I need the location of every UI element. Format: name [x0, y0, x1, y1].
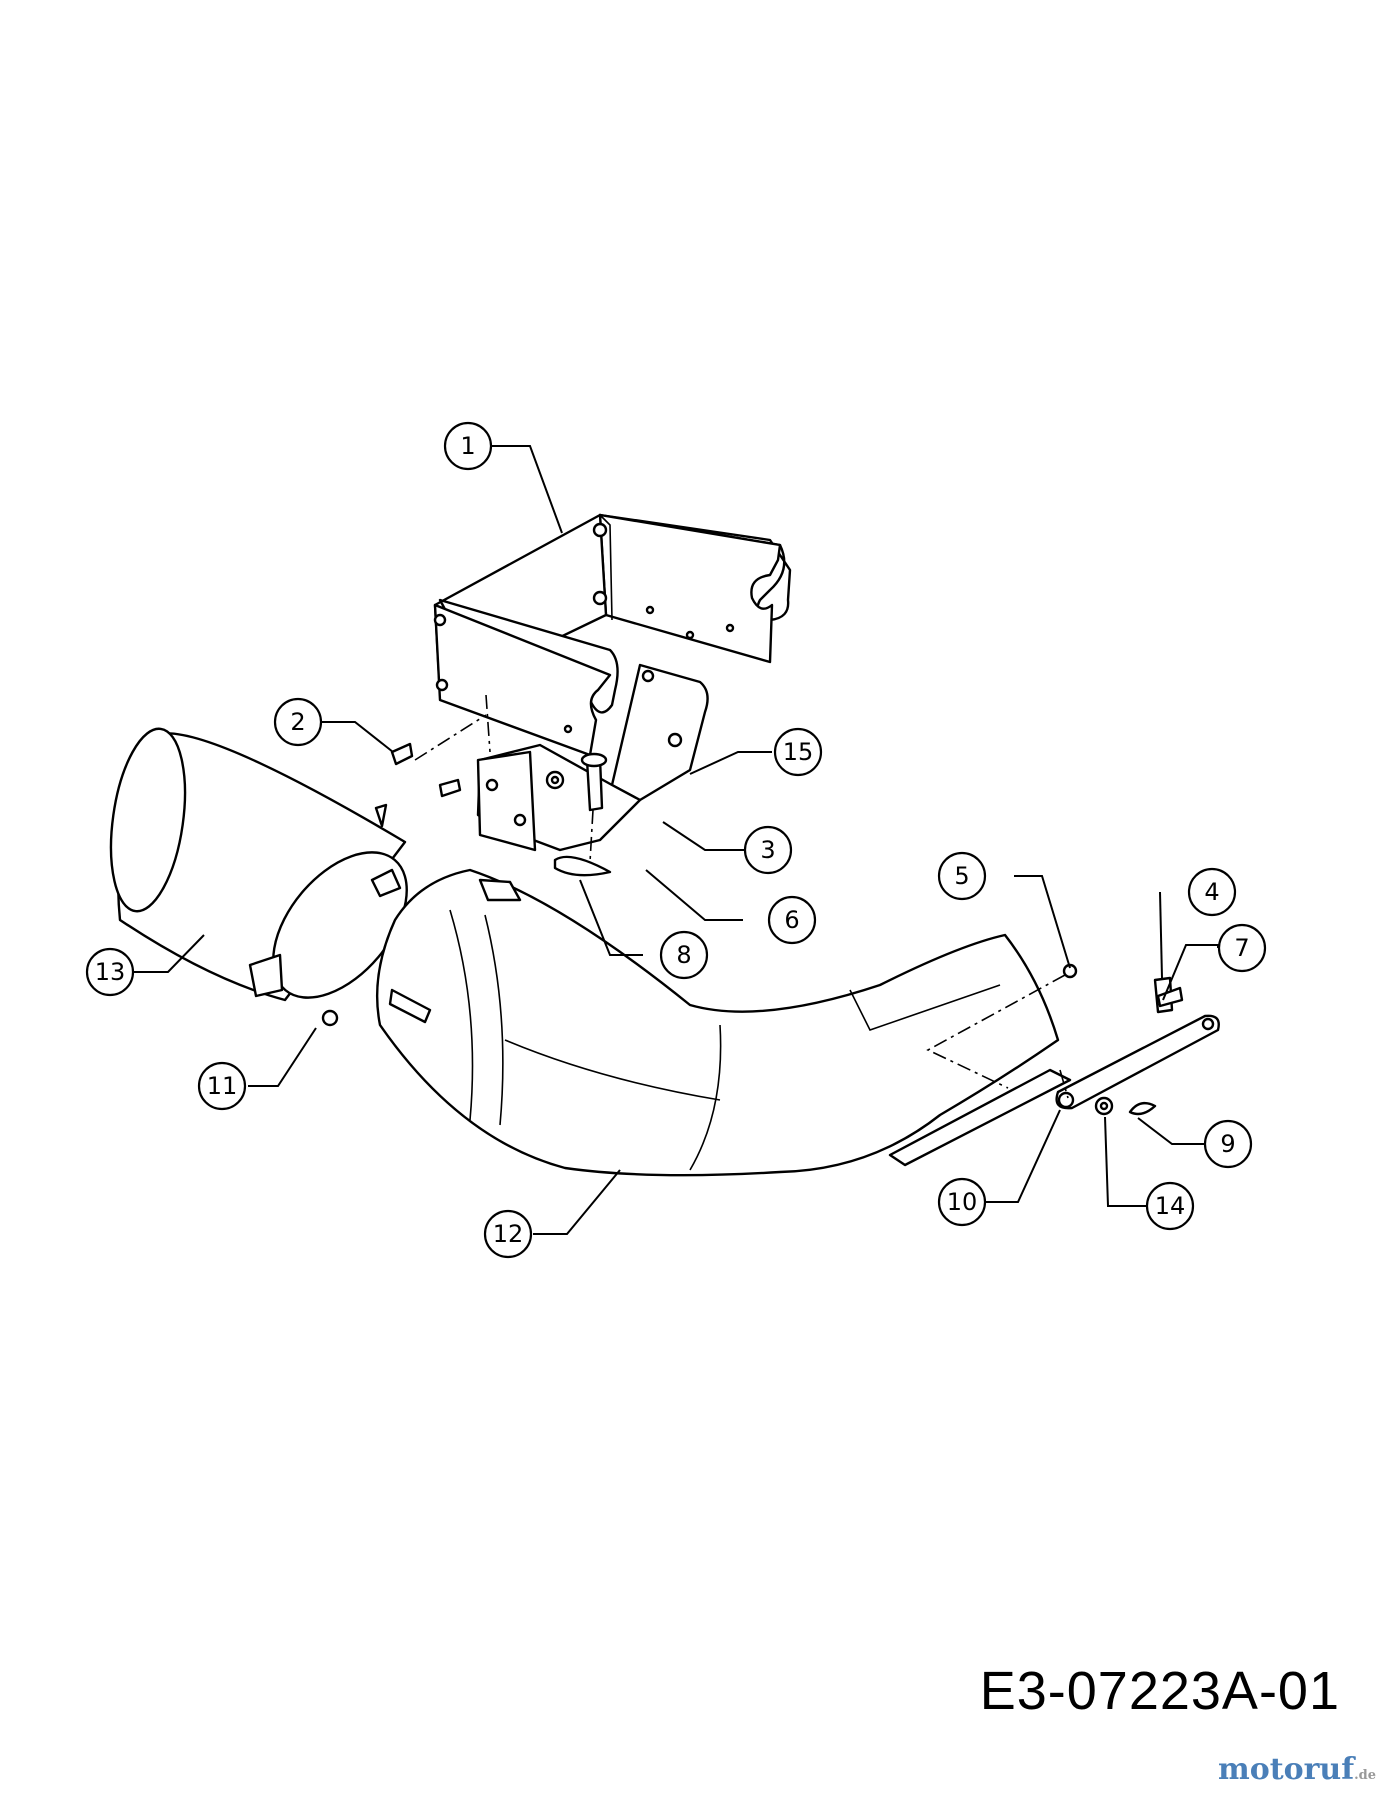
callout-4-label: 4	[1204, 878, 1219, 906]
callout-6-label: 6	[784, 906, 799, 934]
callout-1-label: 1	[460, 432, 475, 460]
callout-12: 12	[483, 1209, 533, 1259]
mounting-bracket-part	[433, 513, 792, 757]
curved-chute-part	[375, 868, 1072, 1177]
callout-7: 7	[1217, 923, 1267, 973]
callout-2-label: 2	[290, 708, 305, 736]
callout-11-label: 11	[207, 1072, 238, 1100]
callout-7-label: 7	[1234, 934, 1249, 962]
callout-13: 13	[85, 947, 135, 997]
lower-bracket-part	[476, 663, 709, 852]
callout-14-label: 14	[1155, 1192, 1186, 1220]
callout-2: 2	[273, 697, 323, 747]
callout-6: 6	[767, 895, 817, 945]
callout-5-label: 5	[954, 862, 969, 890]
callout-9-label: 9	[1220, 1130, 1235, 1158]
leader-lines	[134, 445, 1219, 1235]
callout-10-label: 10	[947, 1188, 978, 1216]
callout-1: 1	[443, 421, 493, 471]
callout-14: 14	[1145, 1181, 1195, 1231]
hardware-items	[321, 742, 1220, 1116]
watermark-logo: motoruf.de	[1218, 1752, 1376, 1787]
callout-15: 15	[773, 727, 823, 777]
callout-11: 11	[197, 1061, 247, 1111]
watermark-domain: .de	[1354, 1768, 1376, 1783]
callout-9: 9	[1203, 1119, 1253, 1169]
assembly-lines	[414, 694, 1069, 1099]
callout-15-label: 15	[783, 738, 814, 766]
callout-8-label: 8	[676, 941, 691, 969]
callout-3: 3	[743, 825, 793, 875]
reference-code: E3-07223A-01	[979, 1661, 1340, 1721]
callout-5: 5	[937, 851, 987, 901]
callout-4: 4	[1187, 867, 1237, 917]
callout-3-label: 3	[760, 836, 775, 864]
callout-8: 8	[659, 930, 709, 980]
tube-sleeve-part	[109, 727, 408, 1002]
callout-10: 10	[937, 1177, 987, 1227]
callout-12-label: 12	[493, 1220, 524, 1248]
watermark-brand: motoruf	[1217, 1752, 1355, 1787]
callout-13-label: 13	[95, 958, 126, 986]
